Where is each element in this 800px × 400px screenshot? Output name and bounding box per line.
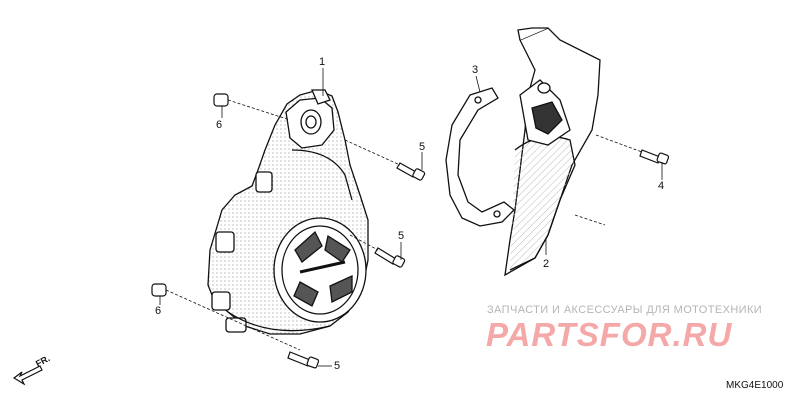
callout-6-upper: 6 <box>216 119 223 131</box>
callout-5-lower: 5 <box>334 360 341 372</box>
front-direction-arrow <box>12 365 43 386</box>
leader-lines <box>159 68 663 367</box>
bolt-5-middle <box>374 247 406 268</box>
dowel-pin-6-lower <box>151 283 167 297</box>
callout-3: 3 <box>472 64 479 76</box>
cover-plate-part-2 <box>504 27 601 277</box>
callout-5-middle: 5 <box>398 230 405 242</box>
diagram-code: MKG4E1000 <box>726 380 784 391</box>
bolt-5-upper <box>396 162 426 181</box>
dowel-pin-6-upper <box>213 93 229 107</box>
callout-1: 1 <box>319 56 326 68</box>
gasket-part-3 <box>445 87 515 227</box>
bolt-4 <box>639 149 670 165</box>
bolt-5-lower <box>287 351 320 369</box>
callout-4: 4 <box>658 180 665 192</box>
watermark-brand: PARTSFOR.RU <box>486 316 733 353</box>
callout-2: 2 <box>543 258 550 270</box>
callout-6-lower: 6 <box>155 305 162 317</box>
callout-5-upper: 5 <box>419 141 426 153</box>
watermark-tagline: ЗАПЧАСТИ И АКСЕССУАРЫ ДЛЯ МОТОТЕХНИКИ <box>487 304 763 316</box>
generator-cover-part-1 <box>207 89 369 335</box>
